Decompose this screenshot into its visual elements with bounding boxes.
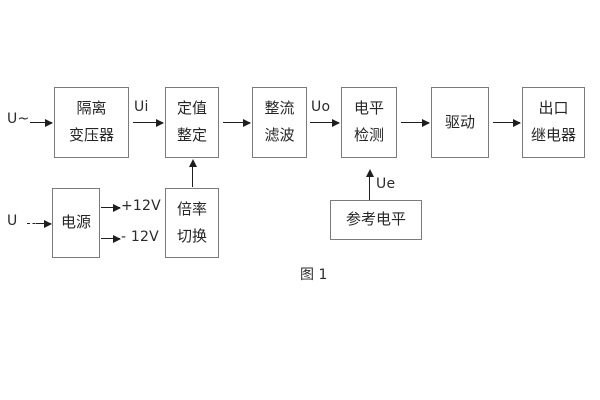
rail-positive-label: +12V [121, 198, 161, 214]
block-reference-level-line1: 参考电平 [345, 210, 406, 229]
block-isolation-transformer-line1: 隔离 [76, 99, 107, 118]
block-multiplier-switch-line1: 倍率 [176, 199, 207, 218]
arrow-input-to-isolation-transformer [30, 118, 53, 127]
block-drive-line1: 驱动 [444, 112, 475, 131]
block-output-relay-line2: 继电器 [530, 126, 576, 144]
dc-input-label: U [7, 213, 18, 229]
arrow-input-to-power-supply [36, 219, 52, 228]
block-setting-value-line2: 整定 [176, 126, 207, 144]
block-multiplier-switch-line2: 切换 [176, 226, 207, 245]
arrow-reference-level-to-level-detection [365, 169, 374, 200]
ac-input-label: U~ [7, 111, 30, 127]
arrow-multiplier-switch-to-setting-value [188, 159, 197, 187]
block-power-supply-line1: 电源 [60, 213, 91, 232]
arrow-level-detection-to-drive [401, 118, 430, 127]
signal-label-ui: Ui [134, 99, 149, 115]
figure-caption: 图 1 [300, 267, 328, 283]
block-output-relay-line1: 出口 [538, 99, 569, 118]
signal-label-ue: Ue [376, 176, 396, 192]
arrow-isolation-transformer-to-setting-value [133, 118, 164, 127]
dashed-connector-input-to-power-supply [27, 223, 41, 224]
block-drive[interactable]: 驱动 [431, 87, 489, 158]
block-rectify-filter-line2: 滤波 [264, 126, 295, 144]
arrow-rectify-filter-to-level-detection [310, 118, 340, 127]
arrow-setting-value-to-rectify-filter [223, 118, 251, 127]
block-isolation-transformer[interactable]: 隔离 变压器 [54, 87, 129, 158]
block-setting-value[interactable]: 定值 整定 [165, 87, 219, 158]
arrow-rail-positive [101, 203, 121, 212]
block-reference-level[interactable]: 参考电平 [330, 200, 422, 240]
block-output-relay[interactable]: 出口 继电器 [522, 87, 585, 158]
block-multiplier-switch[interactable]: 倍率 切换 [165, 188, 219, 258]
block-power-supply[interactable]: 电源 [52, 188, 100, 258]
block-isolation-transformer-line2: 变压器 [68, 126, 114, 144]
arrow-rail-negative [101, 234, 121, 243]
rail-negative-label: - 12V [121, 229, 159, 245]
signal-label-uo: Uo [311, 99, 331, 115]
arrow-drive-to-output-relay [493, 118, 521, 127]
block-level-detection-line2: 检测 [353, 126, 384, 144]
block-rectify-filter[interactable]: 整流 滤波 [252, 87, 307, 158]
block-rectify-filter-line1: 整流 [264, 99, 295, 118]
block-level-detection[interactable]: 电平 检测 [341, 87, 397, 158]
block-level-detection-line1: 电平 [353, 99, 384, 118]
block-setting-value-line1: 定值 [176, 99, 207, 118]
